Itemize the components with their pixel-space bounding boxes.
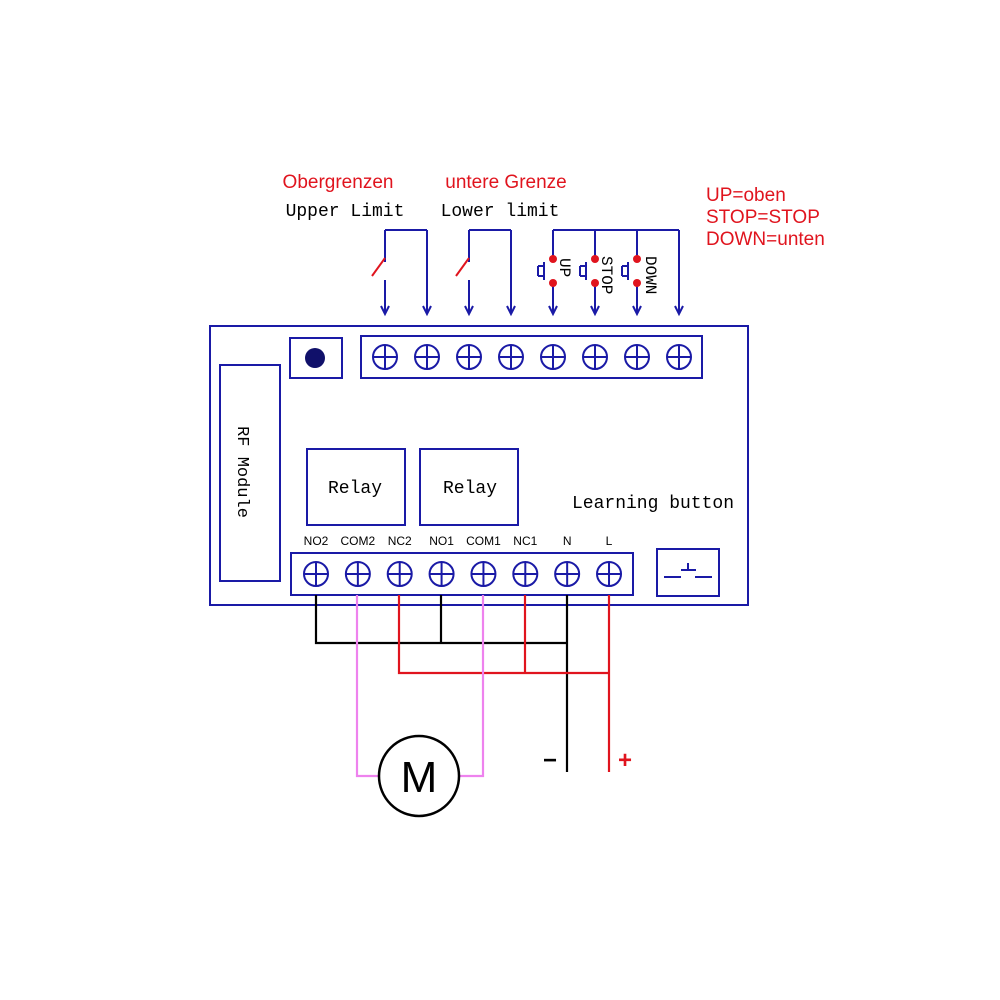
bottom-terminal-screw [512, 561, 539, 587]
terminal-label: NC1 [513, 534, 537, 548]
lower-limit-switch [455, 229, 516, 317]
legend-up: UP=oben [706, 185, 786, 206]
stop-button-label: STOP [597, 256, 615, 294]
rf-module [219, 364, 281, 582]
top-terminal-screw [498, 344, 524, 370]
motor-symbol [377, 734, 461, 818]
relay-2 [419, 448, 519, 526]
positive-terminal-label: + [618, 747, 632, 774]
bottom-terminal-screw [554, 561, 581, 587]
terminal-label: NC2 [388, 534, 412, 548]
terminal-label: N [563, 534, 572, 548]
terminal-label: COM2 [341, 534, 376, 548]
learning-button[interactable] [656, 548, 720, 597]
bottom-terminal-screw [303, 561, 329, 587]
bottom-terminal-screw [596, 561, 623, 587]
bottom-terminal-screw [386, 561, 413, 587]
top-terminal-block [360, 335, 703, 379]
bottom-terminal-labels: NO2 COM2 NC2 NO1 COM1 NC1 N L [304, 534, 613, 548]
bottom-terminal-screws [303, 561, 623, 587]
red-wires [397, 595, 611, 772]
upper-limit-label-de: Obergrenzen [283, 172, 394, 193]
relay-1 [306, 448, 406, 526]
controller-board [209, 325, 749, 606]
top-terminal-screw [414, 344, 440, 370]
indicator-box [289, 337, 343, 379]
bottom-terminal-screw [470, 561, 497, 587]
motor-wires [355, 595, 485, 778]
motor-label: M [401, 753, 438, 802]
up-button-label: UP [555, 258, 573, 277]
down-button-label: DOWN [641, 256, 659, 294]
top-terminal-screw [582, 344, 608, 370]
learning-button-icon [664, 563, 712, 578]
top-terminal-screw [456, 344, 482, 370]
push-button-group [537, 229, 684, 317]
bottom-terminal-block [290, 552, 634, 596]
negative-terminal-label: − [543, 747, 557, 774]
upper-limit-label-en: Upper Limit [286, 202, 405, 222]
top-terminal-screws [372, 344, 692, 370]
top-terminal-screw [372, 344, 398, 370]
push-button-contacts [549, 255, 641, 287]
terminal-label: L [606, 534, 613, 548]
upper-limit-switch [371, 229, 432, 317]
bottom-terminal-screw [344, 561, 371, 587]
relay-1-label: Relay [328, 479, 382, 499]
top-terminal-screw [666, 344, 692, 370]
rf-module-label: RF Module [232, 426, 251, 518]
top-terminal-screw [540, 344, 566, 370]
legend-down: DOWN=unten [706, 229, 825, 250]
terminal-label: COM1 [466, 534, 501, 548]
terminal-label: NO2 [304, 534, 329, 548]
indicator-led [305, 348, 325, 368]
relay-2-label: Relay [443, 479, 497, 499]
lower-limit-label-en: Lower limit [441, 202, 560, 222]
bottom-terminal-screw [428, 561, 455, 587]
top-terminal-screw [624, 344, 650, 370]
legend-stop: STOP=STOP [706, 207, 820, 228]
learning-button-label: Learning button [572, 494, 734, 514]
terminal-label: NO1 [429, 534, 454, 548]
lower-limit-label-de: untere Grenze [445, 172, 566, 193]
